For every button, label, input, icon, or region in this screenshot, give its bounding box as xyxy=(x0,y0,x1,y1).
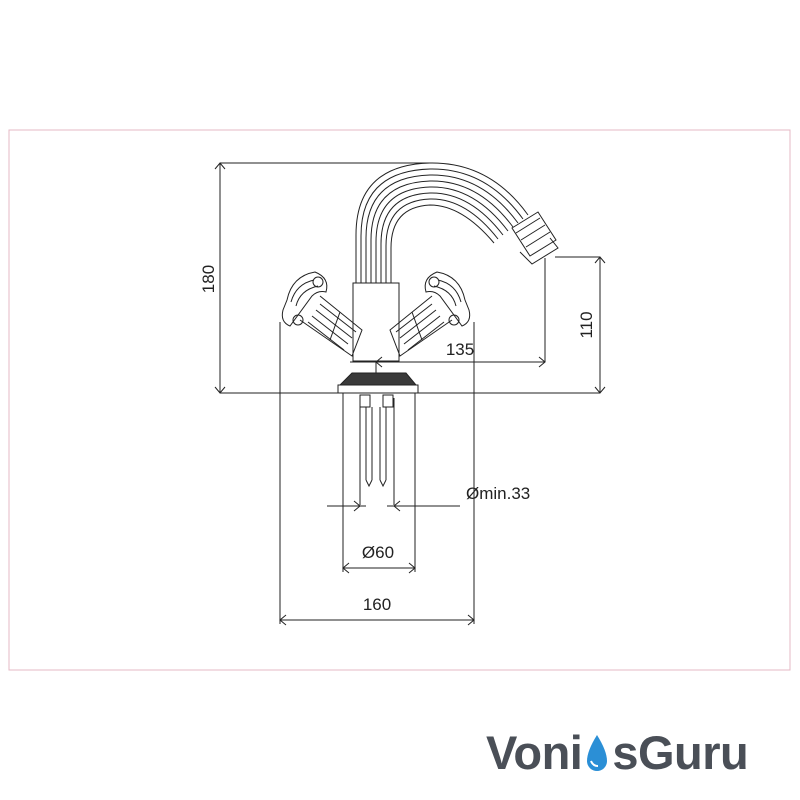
logo-text-part1: Voni xyxy=(486,725,583,779)
left-handle xyxy=(281,271,363,357)
voniosguru-logo: Voni sGuru xyxy=(486,722,786,782)
drawing-frame xyxy=(8,129,791,671)
dim-label-160: 160 xyxy=(363,595,391,614)
faucet-base xyxy=(337,372,419,394)
faucet-outline xyxy=(281,162,559,505)
dim-label-110: 110 xyxy=(577,311,596,338)
dim-label-135: 135 xyxy=(446,340,474,359)
dimension-lines xyxy=(214,162,606,626)
supply-pipes xyxy=(359,394,395,505)
spout xyxy=(355,162,559,283)
dim-label-hole-diameter: Ømin.33 xyxy=(466,484,530,503)
dim-label-180: 180 xyxy=(199,265,218,293)
faucet-body xyxy=(350,282,404,374)
water-drop-icon xyxy=(583,729,611,775)
right-handle xyxy=(389,271,471,357)
dim-label-base-diameter: Ø60 xyxy=(362,543,394,562)
logo-text-part2: sGuru xyxy=(612,725,749,779)
